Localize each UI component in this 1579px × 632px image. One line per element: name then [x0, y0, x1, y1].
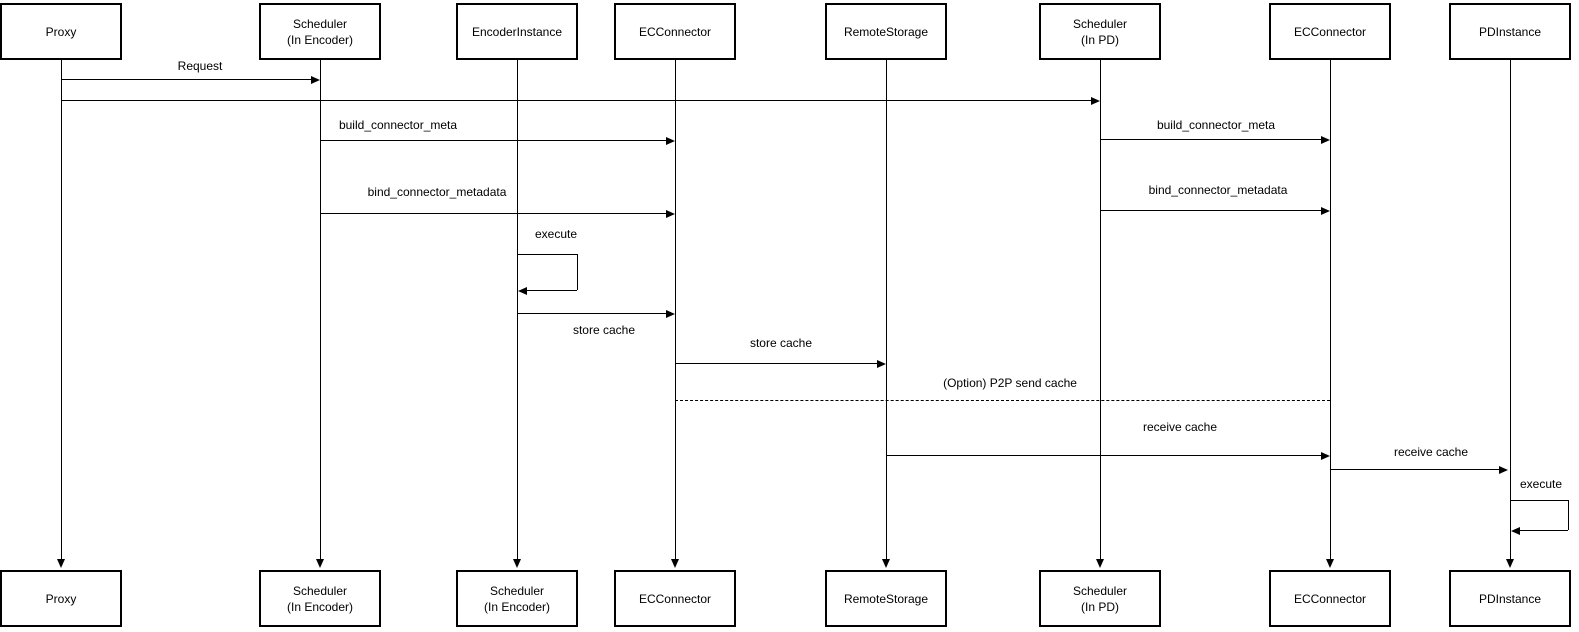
actor-label-line: Scheduler — [489, 583, 545, 598]
arrowhead-left-icon — [1511, 526, 1520, 535]
lifeline-pd-instance — [1510, 60, 1511, 559]
arrowhead-right-icon — [1321, 135, 1330, 144]
self-message-top-execute-pd — [1510, 500, 1568, 501]
actor-box-top-encoder-instance: EncoderInstance — [456, 3, 578, 60]
self-message-top-execute-encoder — [517, 254, 577, 255]
arrowhead-down-icon — [1506, 559, 1514, 568]
arrowhead-left-icon — [518, 286, 527, 295]
message-line-receive-cache-1 — [886, 455, 1322, 456]
actor-box-bottom-encoder-instance: Scheduler(In Encoder) — [456, 570, 578, 627]
self-message-side-execute-pd — [1568, 500, 1569, 530]
lifeline-scheduler-encoder — [320, 60, 321, 559]
arrowhead-down-icon — [882, 559, 890, 568]
arrowhead-down-icon — [513, 559, 521, 568]
actor-box-bottom-pd-instance: PDInstance — [1449, 570, 1571, 627]
arrowhead-right-icon — [666, 136, 675, 145]
actor-label-line: ECConnector — [1293, 24, 1367, 39]
actor-box-bottom-proxy: Proxy — [0, 570, 122, 627]
message-line-build-meta-enc — [320, 140, 667, 141]
arrowhead-down-icon — [1096, 559, 1104, 568]
arrowhead-right-icon — [666, 209, 675, 218]
actor-label-line: RemoteStorage — [843, 591, 929, 606]
actor-box-bottom-remote-storage: RemoteStorage — [825, 570, 947, 627]
message-label-store-cache-1: store cache — [572, 323, 636, 337]
actor-box-top-scheduler-encoder: Scheduler(In Encoder) — [259, 3, 381, 60]
actor-label-line: ECConnector — [638, 591, 712, 606]
actor-label-line: PDInstance — [1478, 24, 1542, 39]
message-label-execute-pd: execute — [1519, 477, 1563, 491]
message-label-request: Request — [177, 59, 223, 73]
actor-label-line: EncoderInstance — [471, 24, 563, 39]
actor-box-top-remote-storage: RemoteStorage — [825, 3, 947, 60]
actor-box-bottom-ec-connector-2: ECConnector — [1269, 570, 1391, 627]
actor-label-line: Scheduler — [1072, 583, 1128, 598]
message-label-bind-meta-enc: bind_connector_metadata — [367, 185, 507, 199]
message-label-p2p-send-cache: (Option) P2P send cache — [943, 376, 1077, 390]
message-label-build-meta-enc: build_connector_meta — [338, 118, 458, 132]
actor-label-line: Scheduler — [292, 16, 348, 31]
actor-label-line: Proxy — [45, 591, 77, 606]
message-line-request — [61, 79, 312, 80]
lifeline-encoder-instance — [517, 60, 518, 559]
message-label-build-meta-pd: build_connector_meta — [1156, 118, 1276, 132]
lifeline-ec-connector-2 — [1330, 60, 1331, 559]
lifeline-remote-storage — [886, 60, 887, 559]
message-label-bind-meta-pd: bind_connector_metadata — [1148, 183, 1288, 197]
actor-box-bottom-ec-connector-1: ECConnector — [614, 570, 736, 627]
arrowhead-right-icon — [666, 309, 675, 318]
actor-label-line: Proxy — [45, 24, 77, 39]
message-line-store-cache-2 — [675, 363, 878, 364]
lifeline-scheduler-pd — [1100, 60, 1101, 559]
arrowhead-right-icon — [311, 75, 320, 84]
message-line-build-meta-pd — [1100, 139, 1322, 140]
arrowhead-down-icon — [316, 559, 324, 568]
lifeline-proxy — [61, 60, 62, 559]
actor-box-top-proxy: Proxy — [0, 3, 122, 60]
message-line-p2p-send-cache — [675, 400, 1330, 401]
actor-label-line: PDInstance — [1478, 591, 1542, 606]
actor-label-line: (In PD) — [1080, 32, 1119, 47]
message-line-receive-cache-2 — [1330, 469, 1500, 470]
arrowhead-right-icon — [1321, 206, 1330, 215]
actor-box-top-ec-connector-1: ECConnector — [614, 3, 736, 60]
arrowhead-right-icon — [1499, 465, 1508, 474]
actor-box-bottom-scheduler-pd: Scheduler(In PD) — [1039, 570, 1161, 627]
lifeline-ec-connector-1 — [675, 60, 676, 559]
actor-label-line: (In Encoder) — [286, 599, 354, 614]
actor-label-line: (In Encoder) — [483, 599, 551, 614]
arrowhead-right-icon — [1091, 96, 1100, 105]
self-message-bottom-execute-encoder — [525, 290, 577, 291]
message-label-receive-cache-1: receive cache — [1142, 420, 1218, 434]
arrowhead-down-icon — [671, 559, 679, 568]
arrowhead-down-icon — [1326, 559, 1334, 568]
actor-label-line: Scheduler — [1072, 16, 1128, 31]
message-label-execute-encoder: execute — [534, 227, 578, 241]
arrowhead-down-icon — [57, 559, 65, 568]
actor-box-top-scheduler-pd: Scheduler(In PD) — [1039, 3, 1161, 60]
actor-box-top-ec-connector-2: ECConnector — [1269, 3, 1391, 60]
arrowhead-right-icon — [877, 359, 886, 368]
message-line-store-cache-1 — [517, 313, 667, 314]
message-label-receive-cache-2: receive cache — [1393, 445, 1469, 459]
self-message-bottom-execute-pd — [1518, 530, 1568, 531]
message-line-bind-meta-enc — [320, 213, 667, 214]
actor-label-line: ECConnector — [1293, 591, 1367, 606]
message-label-store-cache-2: store cache — [749, 336, 813, 350]
actor-box-bottom-scheduler-encoder: Scheduler(In Encoder) — [259, 570, 381, 627]
actor-label-line: RemoteStorage — [843, 24, 929, 39]
actor-label-line: (In Encoder) — [286, 32, 354, 47]
message-line-proxy-to-pd — [61, 100, 1092, 101]
actor-label-line: ECConnector — [638, 24, 712, 39]
actor-box-top-pd-instance: PDInstance — [1449, 3, 1571, 60]
self-message-side-execute-encoder — [577, 254, 578, 290]
actor-label-line: Scheduler — [292, 583, 348, 598]
actor-label-line: (In PD) — [1080, 599, 1119, 614]
arrowhead-right-icon — [1321, 451, 1330, 460]
message-line-bind-meta-pd — [1100, 210, 1322, 211]
